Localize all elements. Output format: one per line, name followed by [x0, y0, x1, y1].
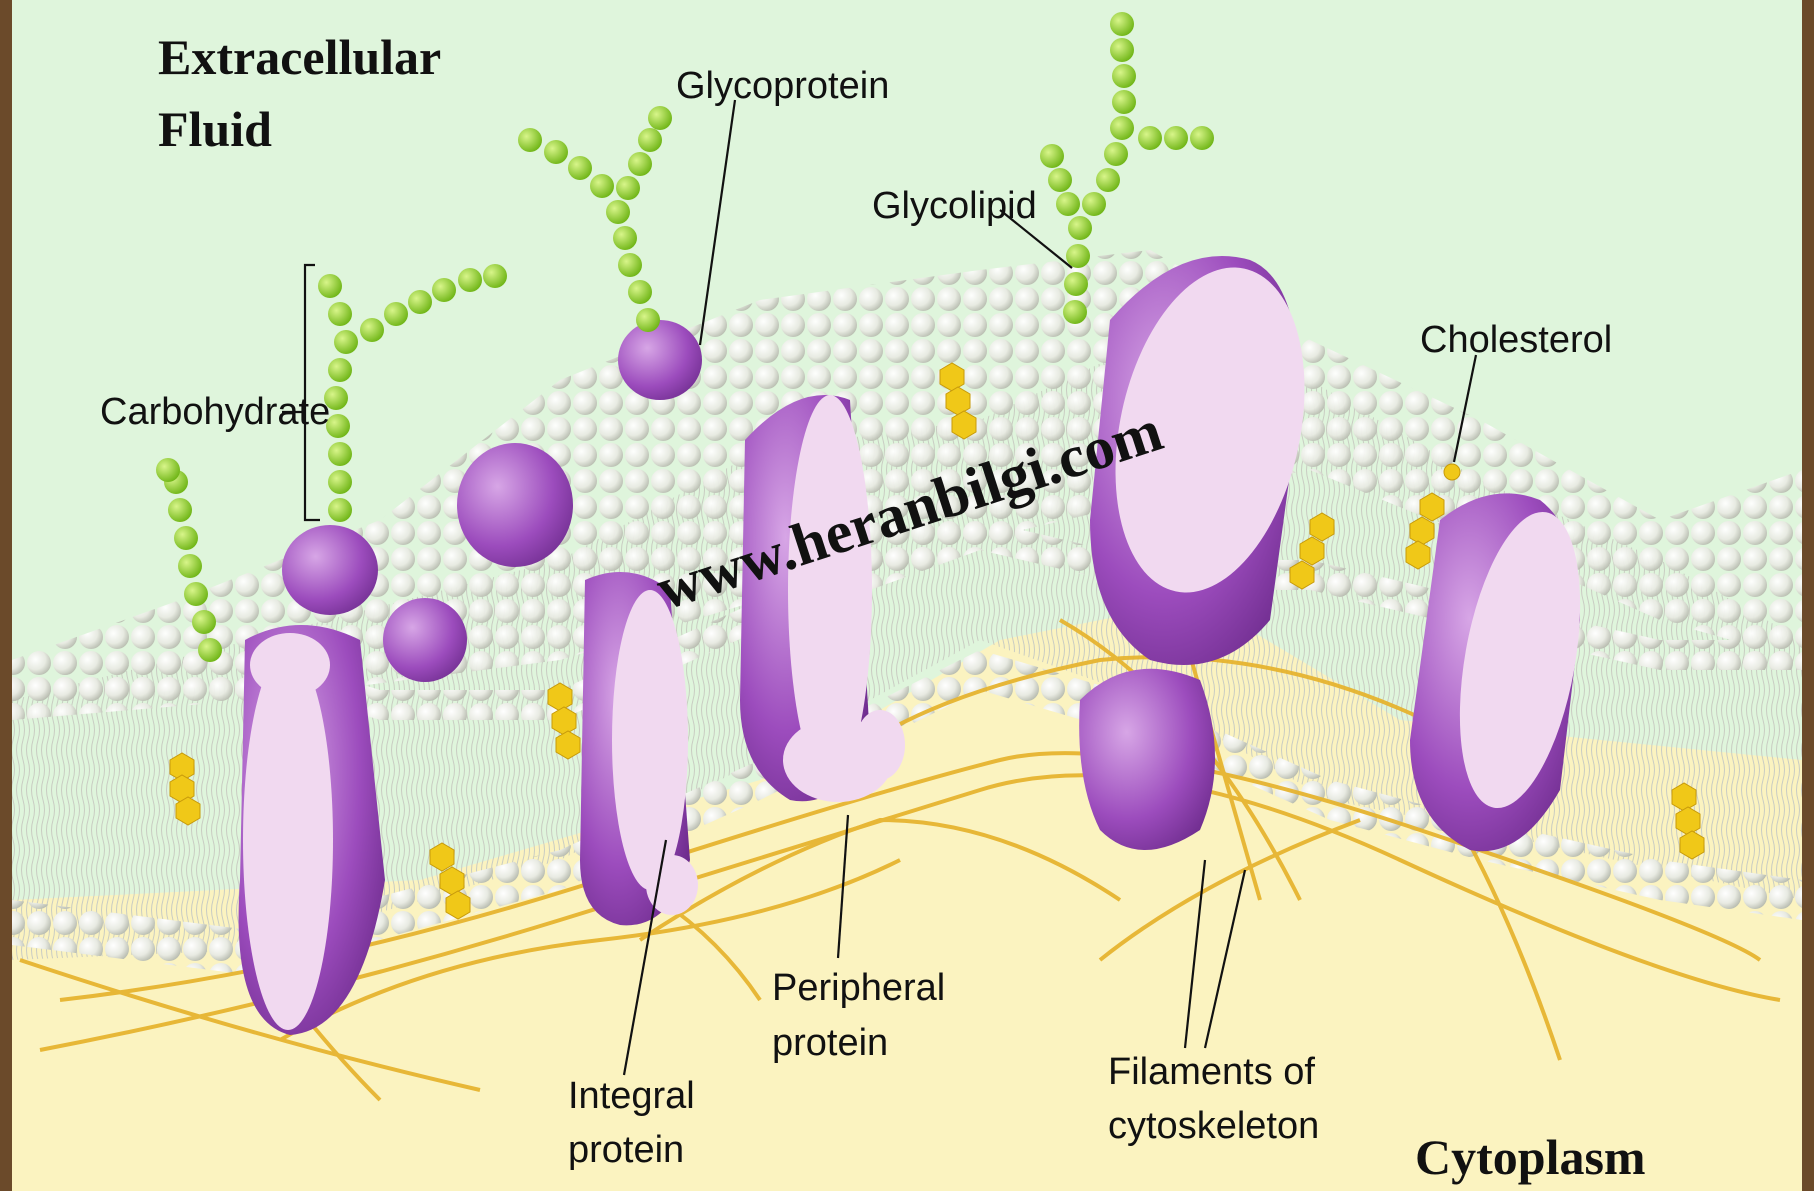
label-peripheral-protein-line2: protein	[772, 1022, 888, 1064]
protein-dome-small	[383, 598, 467, 682]
extracellular-title: Extracellular	[158, 29, 441, 85]
label-filaments: Filaments of	[1108, 1051, 1315, 1093]
label-carbohydrate: Carbohydrate	[100, 391, 330, 433]
label-peripheral-protein: Peripheral	[772, 967, 945, 1009]
label-cholesterol: Cholesterol	[1420, 319, 1612, 361]
label-integral-protein-line2: protein	[568, 1129, 684, 1171]
protein-dome-left	[282, 525, 378, 615]
label-glycolipid: Glycolipid	[872, 185, 1037, 227]
glycoprotein-dome	[618, 320, 702, 400]
cytoplasm-title: Cytoplasm	[1415, 1129, 1646, 1185]
label-filaments-line2: cytoskeleton	[1108, 1105, 1319, 1147]
label-integral-protein: Integral	[568, 1075, 695, 1117]
label-glycoprotein: Glycoprotein	[676, 65, 889, 107]
extracellular-title-line2: Fluid	[158, 101, 272, 157]
protein-dome-mid	[457, 443, 573, 567]
